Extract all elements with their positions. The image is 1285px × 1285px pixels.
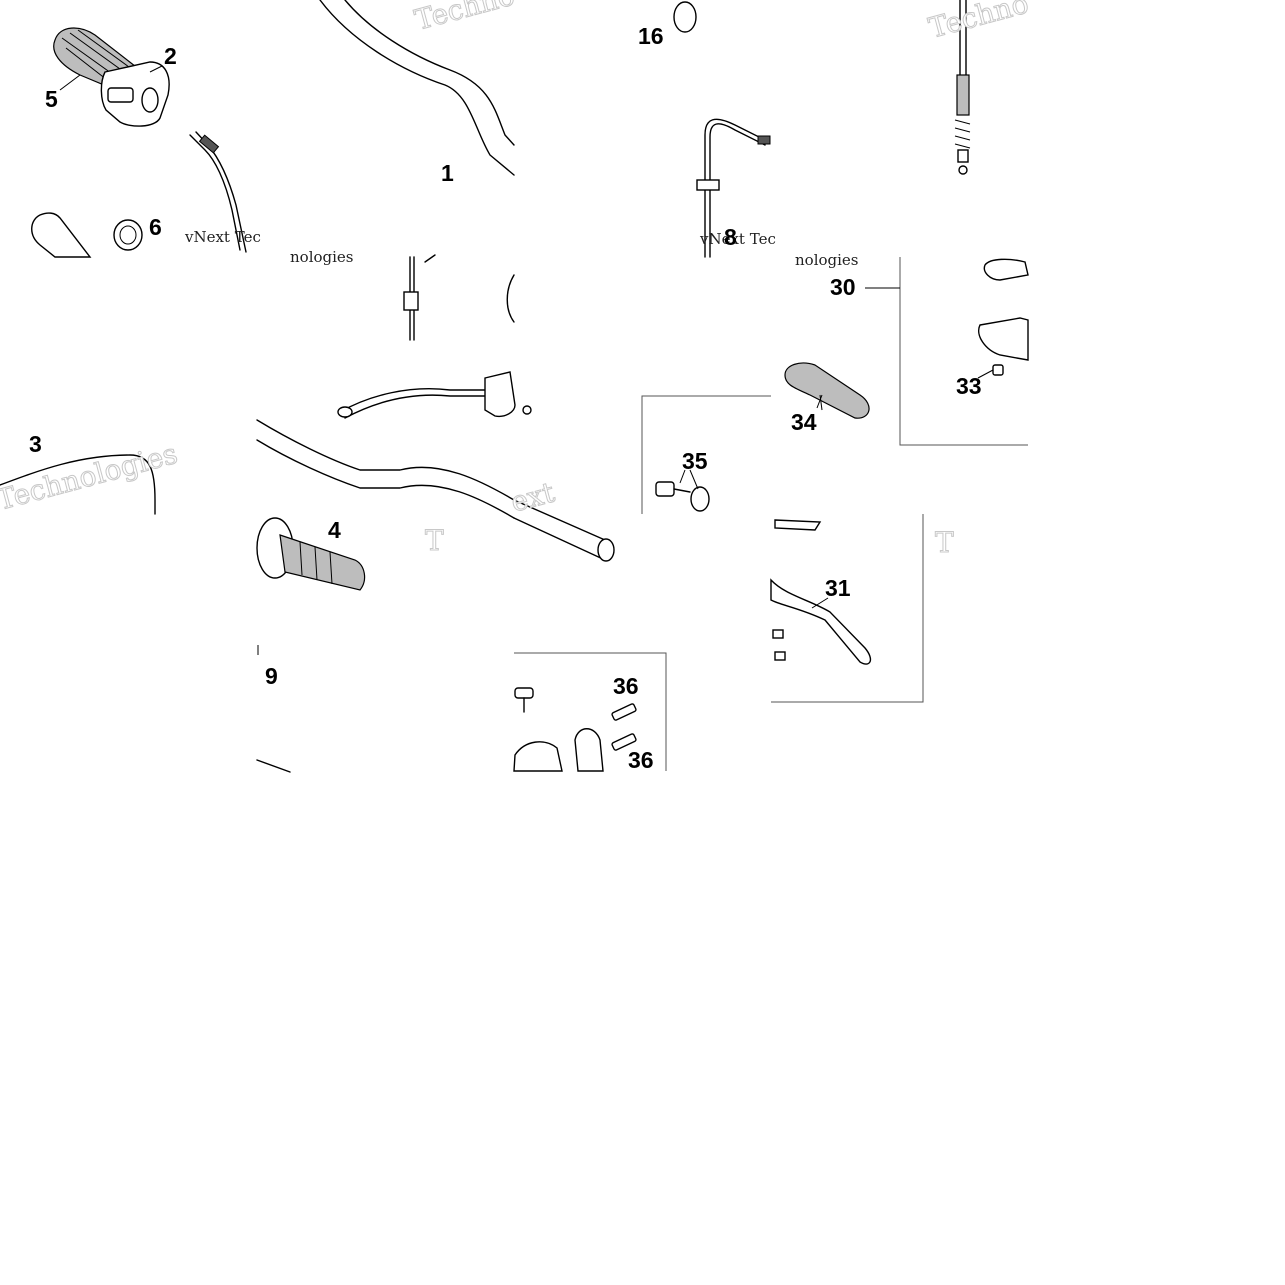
clutch-cable-lower [0,454,156,515]
sub-box-35 [641,395,771,514]
callout-36-top: 36 [613,673,639,699]
callout-2: 2 [164,43,177,69]
handlebar-upper [319,0,515,176]
bolts-36 [611,703,637,751]
callout-35: 35 [682,448,708,474]
callout-1: 1 [441,160,454,186]
watermark-nologies-2: nologies [795,251,859,269]
callout-36-bottom: 36 [628,747,654,773]
clamp-ring-16 [673,1,697,33]
watermark-t-2: T [935,526,954,559]
perch-clamp [513,687,604,772]
lever-housing-30 [978,258,1029,361]
throttle-cable-end [189,131,247,253]
bolt-washer-35 [655,469,710,512]
callout-9: 9 [265,663,278,689]
cable-adjuster [403,254,436,341]
screw-33 [992,364,1004,376]
clutch-lever-clamp [256,645,291,773]
handlebar-end [513,499,615,562]
leader-2 [149,65,163,73]
callout-16: 16 [638,23,664,49]
leader-34 [816,394,823,409]
handlebar-lower [256,419,515,519]
watermark-techno-2: Techno [925,0,1032,45]
throttle-grip-assembly [53,27,170,127]
grip-left [31,212,92,258]
kill-switch-assembly [337,371,532,419]
watermark-vnext-1: vNext Tec [184,228,261,246]
lever-31 [770,519,872,665]
speedometer-cable [954,0,971,175]
callout-33: 33 [956,373,982,399]
watermark-t-1: T [425,524,444,557]
callout-3: 3 [29,431,42,457]
leader-5 [59,74,81,91]
callout-31: 31 [825,575,851,601]
lever-cover-34 [784,362,870,419]
leader-33 [977,369,994,379]
callout-8: 8 [724,224,737,250]
leader-31 [811,597,829,609]
callout-4: 4 [328,517,341,543]
callout-30: 30 [830,274,856,300]
bracket-partial [506,274,515,323]
watermark-ext: ext [507,475,558,518]
watermark-nologies-1: nologies [290,248,354,266]
callout-6: 6 [149,214,162,240]
sub-box-31 [771,514,924,703]
watermark-techno-1: Techno [411,0,518,37]
clutch-cable-upper [696,118,771,258]
grip-4 [256,517,366,591]
sub-box-36 [514,652,667,771]
watermark-vnext-2: vNext Tec [699,230,776,248]
grip-ring [113,219,143,251]
callout-5: 5 [45,86,58,112]
callout-34: 34 [791,409,817,435]
